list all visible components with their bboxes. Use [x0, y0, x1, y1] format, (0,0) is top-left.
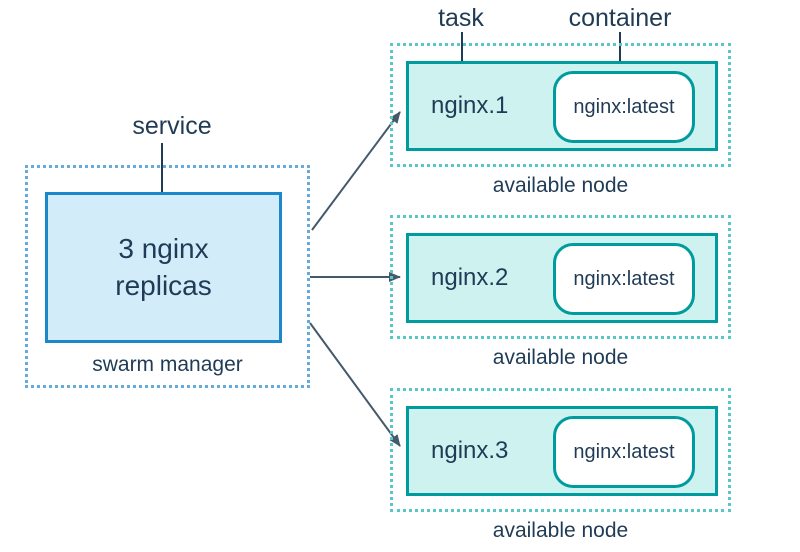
- node-1-dotted-border: nginx.1 nginx:latest: [390, 43, 731, 167]
- service-leader-line: [161, 143, 163, 230]
- node-2-dotted-border: nginx.2 nginx:latest: [390, 215, 731, 339]
- service-box: 3 nginx replicas: [45, 192, 282, 343]
- task-label: task: [438, 4, 484, 32]
- service-label: service: [132, 112, 212, 140]
- node-3-task-name: nginx.3: [431, 437, 509, 464]
- node-1-caption: available node: [492, 174, 629, 197]
- node-3-container-image: nginx:latest: [573, 440, 675, 463]
- task-leader-line: [461, 32, 463, 83]
- swarm-manager-caption: swarm manager: [92, 353, 243, 376]
- container-label: container: [568, 4, 672, 32]
- node-2-task-box: nginx.2 nginx:latest: [406, 233, 718, 323]
- node-1-container-box: nginx:latest: [553, 71, 695, 143]
- swarm-manager-dotted-border: [25, 165, 310, 388]
- arrow-to-node-3: [309, 322, 401, 447]
- node-group-1: nginx.1 nginx:latest available node: [390, 43, 731, 198]
- node-3-caption: available node: [492, 519, 629, 542]
- node-2-task-name: nginx.2: [431, 264, 509, 291]
- node-1-container-image: nginx:latest: [573, 95, 675, 118]
- node-1-task-name: nginx.1: [431, 92, 509, 119]
- node-1-task-box: nginx.1 nginx:latest: [406, 61, 718, 151]
- node-3-container-box: nginx:latest: [553, 416, 695, 488]
- service-box-text: 3 nginx replicas: [115, 232, 212, 301]
- node-2-container-image: nginx:latest: [573, 267, 675, 290]
- node-group-2: nginx.2 nginx:latest available node: [390, 215, 731, 370]
- node-group-3: nginx.3 nginx:latest available node: [390, 388, 731, 543]
- node-2-container-box: nginx:latest: [553, 243, 695, 315]
- node-3-task-box: nginx.3 nginx:latest: [406, 406, 718, 496]
- node-2-caption: available node: [492, 346, 629, 369]
- arrow-to-node-1: [311, 111, 401, 231]
- container-leader-line: [619, 32, 621, 86]
- node-3-dotted-border: nginx.3 nginx:latest: [390, 388, 731, 512]
